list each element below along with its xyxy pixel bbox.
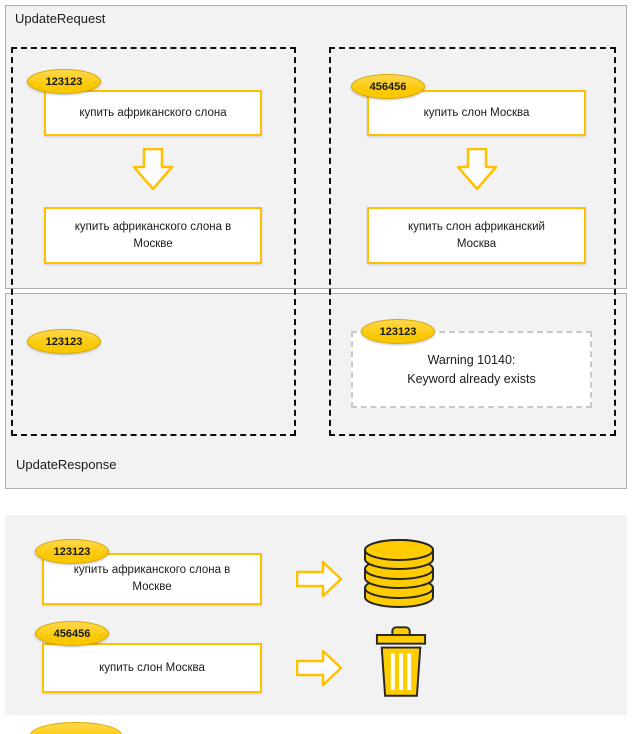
database-icon — [360, 537, 438, 611]
keyword-id-badge: 123123 — [361, 319, 435, 344]
right-arrow-icon — [295, 559, 343, 599]
update-response-label: UpdateResponse — [16, 457, 117, 472]
update-request-label: UpdateRequest — [15, 11, 106, 26]
keyword-updated-left: купить африканского слона в Москве — [44, 207, 262, 264]
keyword-updated-right: купить слон африканский Москва — [367, 207, 586, 264]
keyword-group-right — [329, 47, 616, 436]
partial-badge — [30, 722, 122, 734]
result-keyword: купить слон Москва — [42, 643, 262, 693]
keyword-group-left — [11, 47, 296, 436]
down-arrow-icon — [455, 147, 499, 191]
keyword-original-left: купить африканского слона — [44, 90, 262, 136]
keyword-id-badge: 456456 — [351, 74, 425, 99]
keyword-id-badge: 123123 — [27, 329, 101, 354]
keyword-id-badge: 456456 — [35, 621, 109, 646]
keyword-id-badge: 123123 — [35, 539, 109, 564]
warning-box: Warning 10140: Keyword already exists — [351, 331, 592, 408]
down-arrow-icon — [131, 147, 175, 191]
right-arrow-icon — [295, 648, 343, 688]
keyword-id-badge: 123123 — [27, 69, 101, 94]
trash-icon — [374, 625, 428, 699]
